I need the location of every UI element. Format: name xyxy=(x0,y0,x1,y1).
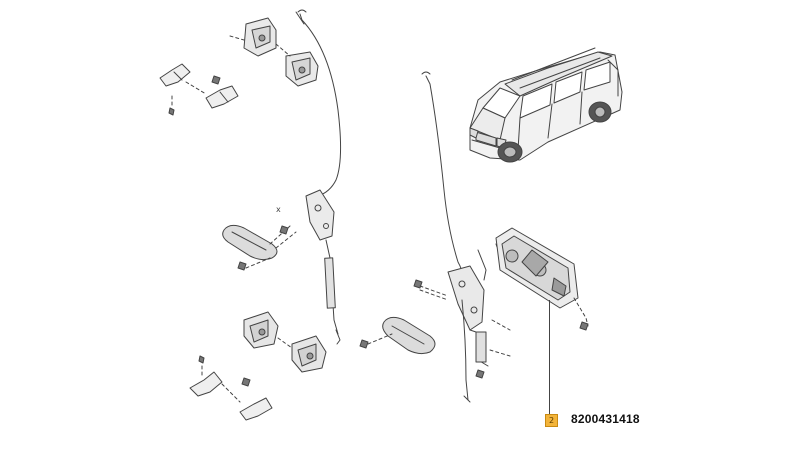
left-cable-assembly xyxy=(295,9,342,345)
interior-handle-module xyxy=(495,227,589,331)
callout-badge[interactable]: 2 xyxy=(545,414,558,427)
callout-leader-line xyxy=(549,300,550,414)
left-door-handle: x xyxy=(222,205,297,271)
svg-text:x: x xyxy=(276,205,281,214)
right-door-handle xyxy=(359,279,485,379)
vehicle-illustration xyxy=(469,47,623,163)
part-number-label[interactable]: 8200431418 xyxy=(571,412,640,426)
upper-latch-parts xyxy=(159,17,319,116)
lower-latch-parts xyxy=(189,311,327,421)
right-cable-assembly xyxy=(419,71,511,403)
